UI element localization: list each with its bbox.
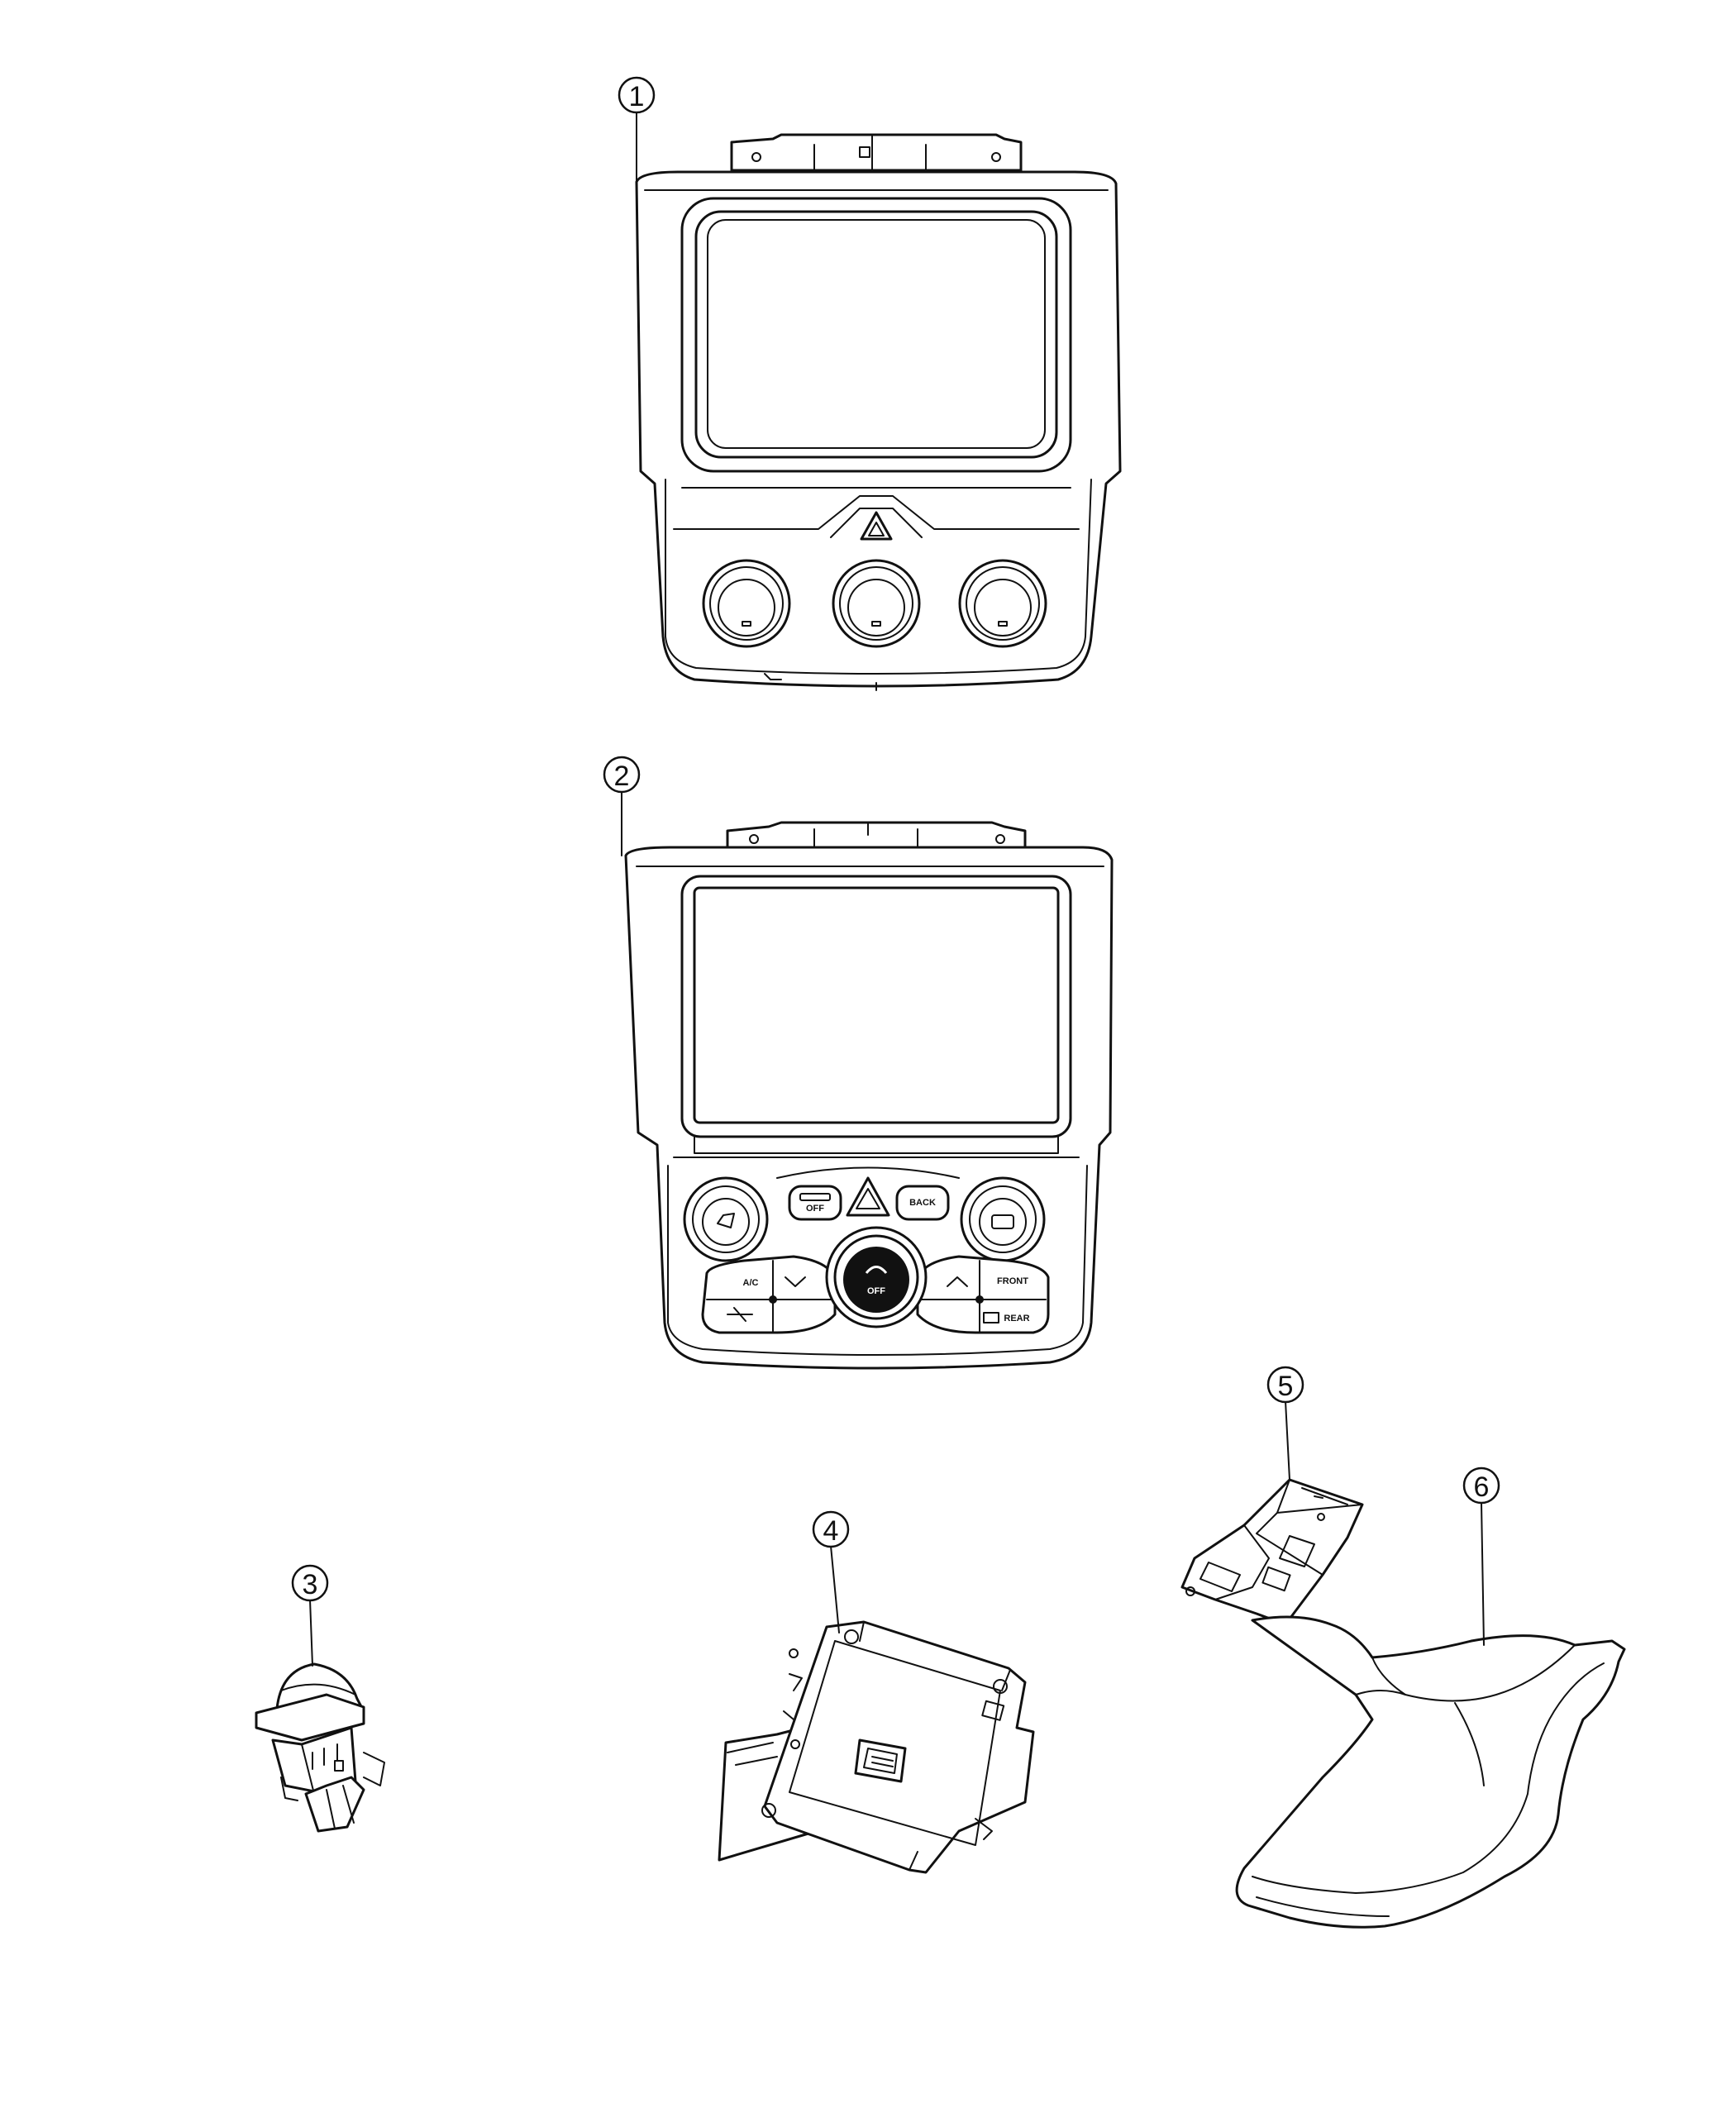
btn-front-label: FRONT xyxy=(997,1276,1028,1286)
knob-right xyxy=(958,559,1047,648)
part-2-control-panel: OFF BACK A/C FRONT REAR OFF xyxy=(624,821,1114,1370)
callout-3-label: 3 xyxy=(303,1569,318,1600)
part-3-switch xyxy=(255,1662,385,1833)
callout-6-label: 6 xyxy=(1474,1471,1490,1503)
callout-3: 3 xyxy=(291,1564,329,1602)
part-5-switch-module xyxy=(1180,1478,1364,1626)
callout-1-label: 1 xyxy=(629,81,645,112)
callout-5-label: 5 xyxy=(1278,1371,1294,1402)
part-1-control-panel xyxy=(635,133,1122,691)
btn-off-label: OFF xyxy=(806,1204,824,1214)
btn-ac-label: A/C xyxy=(743,1278,759,1288)
callout-1: 1 xyxy=(618,76,656,114)
btn-rear-label: REAR xyxy=(1004,1314,1029,1323)
part-6-trim-cover xyxy=(1235,1615,1626,1929)
part-4-module xyxy=(718,1620,1035,1874)
callout-5: 5 xyxy=(1266,1366,1304,1404)
btn-fan-off-label: OFF xyxy=(867,1286,885,1296)
callout-4-label: 4 xyxy=(823,1515,839,1547)
knob-center xyxy=(832,559,921,648)
callout-4: 4 xyxy=(812,1510,850,1548)
callout-2-label: 2 xyxy=(614,761,630,792)
callout-2: 2 xyxy=(603,756,641,794)
btn-back-label: BACK xyxy=(909,1198,936,1208)
callout-6: 6 xyxy=(1462,1467,1500,1505)
leader-lines xyxy=(309,112,1485,1667)
knob-left xyxy=(702,559,791,648)
